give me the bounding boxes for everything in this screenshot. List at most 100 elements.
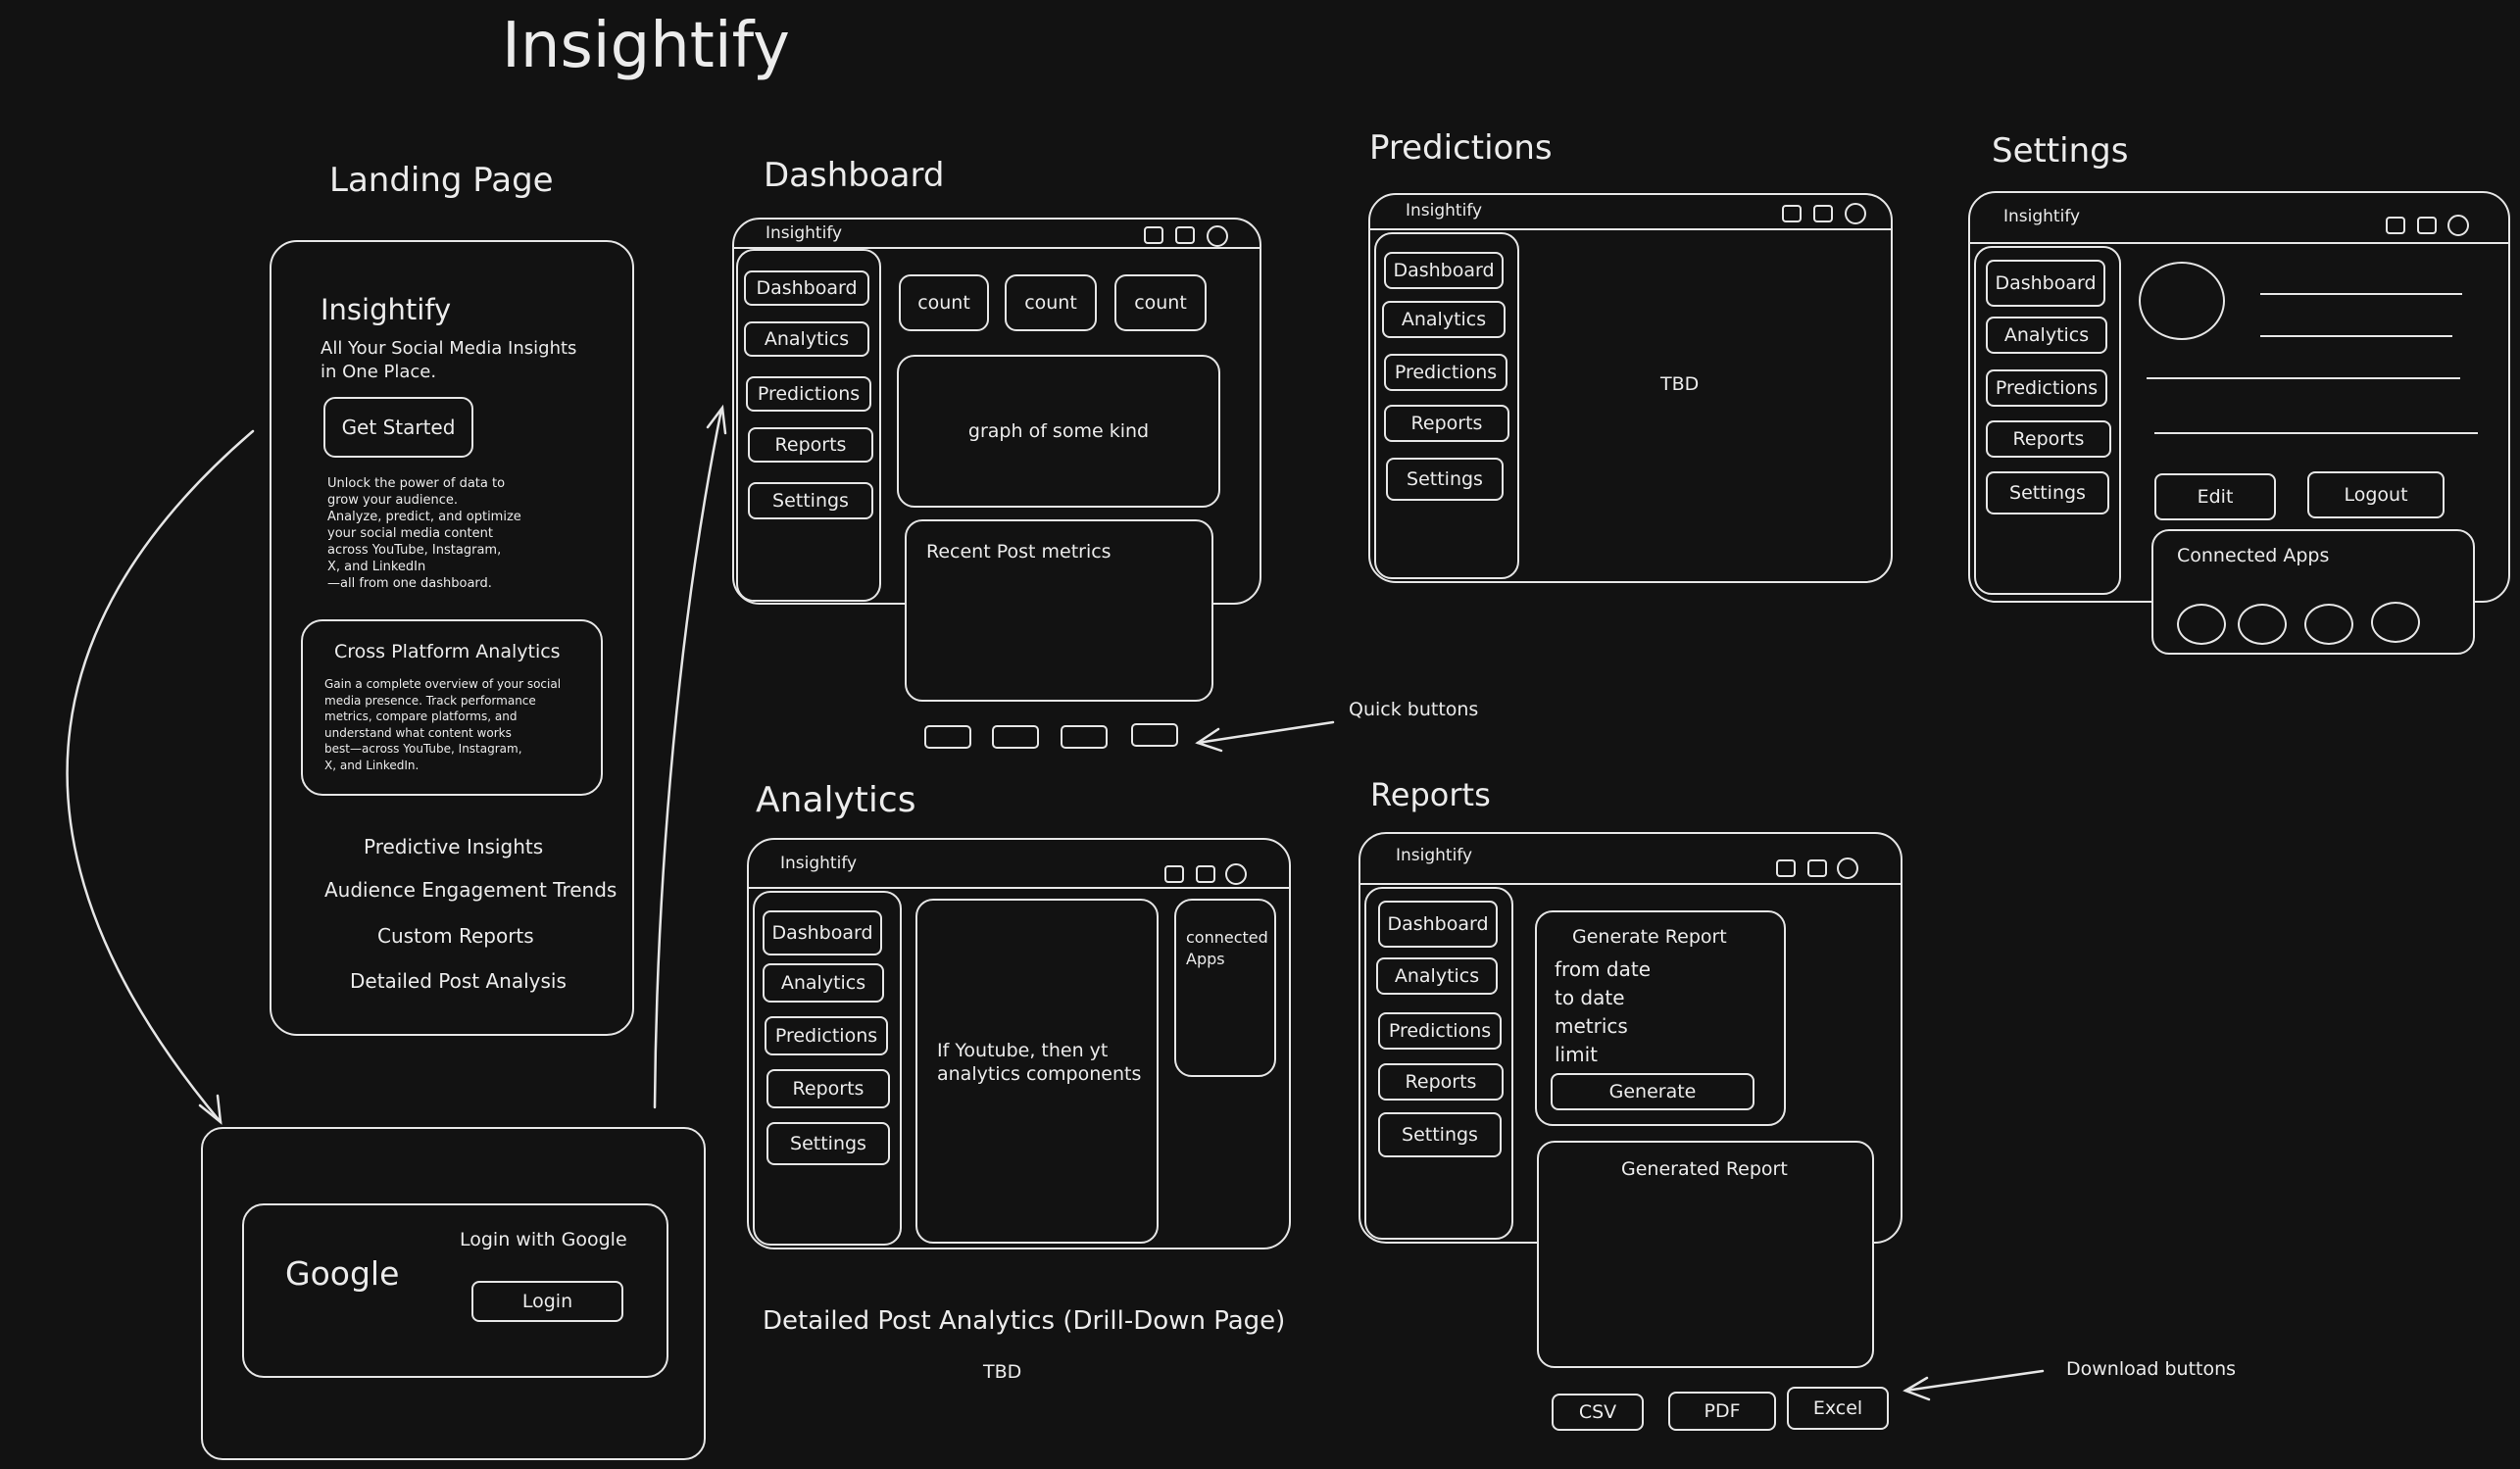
nav-reports[interactable]: Reports: [1378, 1063, 1504, 1101]
window-title: Insightify: [1406, 201, 1483, 220]
nav-dashboard[interactable]: Dashboard: [1384, 252, 1504, 289]
login-to-dashboard-arrowhead: [706, 404, 727, 435]
settings-heading: Settings: [1992, 131, 2129, 171]
field-limit[interactable]: limit: [1555, 1043, 1598, 1066]
maximize-icon[interactable]: [1175, 226, 1195, 244]
feature-predictive[interactable]: Predictive Insights: [364, 835, 544, 858]
nav-analytics[interactable]: Analytics: [744, 321, 869, 357]
title-bar-divider: [1970, 242, 2508, 244]
graph-panel: graph of some kind: [897, 355, 1220, 508]
logout-button[interactable]: Logout: [2307, 471, 2445, 518]
nav-predictions[interactable]: Predictions: [765, 1016, 888, 1055]
csv-button[interactable]: CSV: [1552, 1394, 1644, 1431]
connected-app-icon-1[interactable]: [2177, 604, 2226, 645]
minimize-icon[interactable]: [1144, 226, 1163, 244]
nav-settings[interactable]: Settings: [1986, 471, 2109, 514]
profile-field-line-4: [2154, 432, 2478, 434]
field-from-date[interactable]: from date: [1555, 957, 1651, 981]
connected-app-icon-2[interactable]: [2238, 604, 2287, 645]
close-icon[interactable]: [1837, 857, 1858, 879]
recent-post-metrics-panel: Recent Post metrics: [905, 519, 1213, 702]
maximize-icon[interactable]: [1196, 865, 1215, 883]
nav-reports[interactable]: Reports: [748, 427, 873, 463]
sidebar: [753, 891, 902, 1246]
feature-post-analysis[interactable]: Detailed Post Analysis: [350, 969, 567, 993]
recent-post-metrics-label: Recent Post metrics: [926, 541, 1112, 563]
landing-to-login-arrow: [66, 429, 255, 1124]
analytics-main-text-1: If Youtube, then yt: [937, 1040, 1109, 1061]
nav-settings[interactable]: Settings: [748, 482, 873, 519]
nav-analytics[interactable]: Analytics: [1382, 301, 1506, 338]
quick-buttons-arrowhead: [1195, 727, 1223, 753]
nav-analytics[interactable]: Analytics: [1376, 957, 1498, 995]
nav-analytics[interactable]: Analytics: [1986, 317, 2107, 354]
excel-button[interactable]: Excel: [1787, 1387, 1889, 1430]
close-icon[interactable]: [1207, 225, 1228, 247]
nav-dashboard[interactable]: Dashboard: [1378, 901, 1498, 948]
close-icon[interactable]: [1845, 203, 1866, 224]
sidebar: [1364, 887, 1513, 1240]
landing-frame: Insightify All Your Social Media Insight…: [270, 240, 634, 1036]
minimize-icon[interactable]: [2386, 217, 2405, 234]
maximize-icon[interactable]: [1807, 859, 1827, 877]
nav-settings[interactable]: Settings: [1378, 1112, 1502, 1157]
quick-button-3[interactable]: [1061, 725, 1108, 749]
feature-audience[interactable]: Audience Engagement Trends: [324, 878, 618, 902]
landing-brand: Insightify: [321, 293, 452, 326]
quick-button-1[interactable]: [924, 725, 971, 749]
connected-apps-label-1: connected: [1186, 928, 1268, 947]
quick-button-4[interactable]: [1131, 723, 1178, 747]
feature-custom-reports[interactable]: Custom Reports: [377, 924, 534, 948]
nav-analytics[interactable]: Analytics: [763, 963, 884, 1003]
nav-settings[interactable]: Settings: [766, 1122, 890, 1165]
nav-dashboard[interactable]: Dashboard: [763, 910, 882, 955]
generate-report-title: Generate Report: [1572, 926, 1727, 948]
analytics-window: Insightify Dashboard Analytics Predictio…: [747, 838, 1291, 1249]
pdf-button[interactable]: PDF: [1668, 1392, 1776, 1431]
quick-buttons-annotation: Quick buttons: [1349, 699, 1479, 720]
connected-app-icon-3[interactable]: [2304, 604, 2353, 645]
nav-predictions[interactable]: Predictions: [1378, 1012, 1502, 1050]
field-to-date[interactable]: to date: [1555, 986, 1625, 1009]
profile-field-line-3: [2147, 377, 2460, 379]
profile-field-line-1: [2260, 293, 2462, 295]
landing-to-login-arrowhead: [198, 1094, 222, 1125]
minimize-icon[interactable]: [1776, 859, 1796, 877]
maximize-icon[interactable]: [1813, 205, 1833, 222]
login-card: Google Login with Google Login: [242, 1203, 668, 1378]
reports-window: Insightify Dashboard Analytics Predictio…: [1359, 832, 1902, 1244]
cross-platform-card: Cross Platform Analytics Gain a complete…: [301, 619, 603, 796]
nav-predictions[interactable]: Predictions: [1384, 354, 1507, 391]
close-icon[interactable]: [1225, 863, 1247, 885]
generate-button[interactable]: Generate: [1551, 1073, 1754, 1110]
analytics-heading: Analytics: [756, 780, 916, 820]
title-bar-divider: [734, 247, 1260, 249]
login-title: Login with Google: [460, 1229, 627, 1250]
quick-button-2[interactable]: [992, 725, 1039, 749]
minimize-icon[interactable]: [1164, 865, 1184, 883]
login-button[interactable]: Login: [471, 1281, 623, 1322]
nav-reports[interactable]: Reports: [1384, 405, 1509, 442]
app-title: Insightify: [502, 10, 790, 82]
nav-reports[interactable]: Reports: [766, 1069, 890, 1108]
field-metrics[interactable]: metrics: [1555, 1014, 1628, 1038]
edit-button[interactable]: Edit: [2154, 473, 2276, 520]
connected-app-icon-4[interactable]: [2371, 602, 2420, 643]
nav-reports[interactable]: Reports: [1986, 420, 2111, 458]
nav-dashboard[interactable]: Dashboard: [1986, 260, 2105, 307]
maximize-icon[interactable]: [2417, 217, 2437, 234]
nav-dashboard[interactable]: Dashboard: [744, 270, 869, 306]
profile-field-line-2: [2260, 335, 2452, 337]
generate-report-panel: Generate Report from date to date metric…: [1535, 910, 1786, 1126]
minimize-icon[interactable]: [1782, 205, 1802, 222]
connected-apps-label-2: Apps: [1186, 950, 1225, 968]
close-icon[interactable]: [2447, 215, 2469, 236]
count-card-2: count: [1005, 274, 1097, 331]
get-started-button[interactable]: Get Started: [323, 397, 473, 458]
count-card-1: count: [899, 274, 989, 331]
quick-buttons-arrow: [1196, 720, 1335, 745]
nav-predictions[interactable]: Predictions: [1986, 369, 2107, 407]
nav-predictions[interactable]: Predictions: [746, 376, 871, 412]
nav-settings[interactable]: Settings: [1386, 458, 1504, 501]
window-title: Insightify: [766, 223, 843, 243]
